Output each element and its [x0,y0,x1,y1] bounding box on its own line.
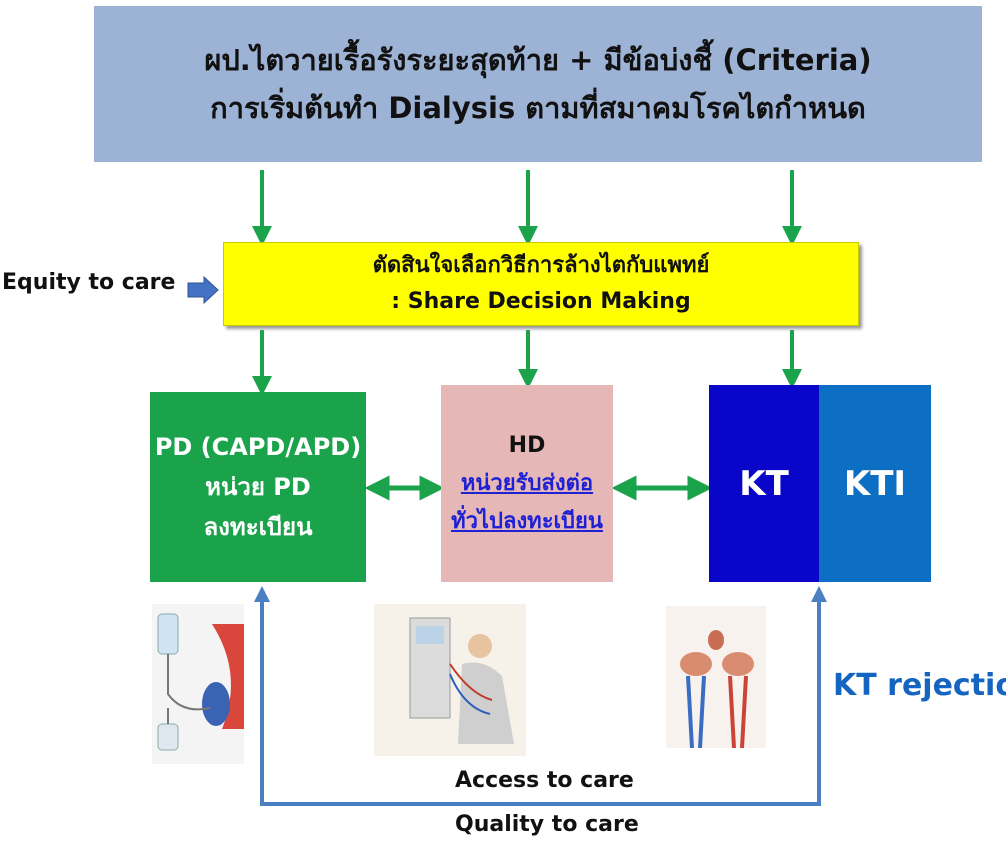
kidney-transplant-illustration [666,606,766,748]
hd-box: HD หน่วยรับส่งต่อ ทั่วไปลงทะเบียน [441,385,613,582]
hd-box-title: HD [508,432,546,458]
top-box-line1: ผป.ไตวายเรื้อรังระยะสุดท้าย + มีข้อบ่งชี… [204,43,872,77]
kti-box-label: KTI [843,463,907,504]
top-box-line2: การเริ่มต้นทำ Dialysis ตามที่สมาคมโรคไตก… [210,91,866,125]
kt-rejection-label: KT rejection [833,668,1006,703]
hd-referral-link-line2[interactable]: ทั่วไปลงทะเบียน [451,508,603,534]
pd-box: PD (CAPD/APD) หน่วย PD ลงทะเบียน [150,392,366,582]
hd-referral-link-line1[interactable]: หน่วยรับส่งต่อ [460,470,594,496]
hemodialysis-illustration [374,604,526,756]
pd-box-line1: PD (CAPD/APD) [154,433,362,461]
pd-catheter-illustration [152,604,244,764]
kti-box: KTI [819,385,931,582]
decision-box: ตัดสินใจเลือกวิธีการล้างไตกับแพทย์ : Sha… [223,242,859,326]
top-box-criteria: ผป.ไตวายเรื้อรังระยะสุดท้าย + มีข้อบ่งชี… [94,6,982,162]
decision-box-line1: ตัดสินใจเลือกวิธีการล้างไตกับแพทย์ [372,253,710,278]
equity-to-care-label: Equity to care [2,270,176,295]
pd-box-line2: หน่วย PD [205,473,311,501]
kt-box-label: KT [739,463,789,504]
access-to-care-label: Access to care [455,768,634,793]
quality-to-care-label: Quality to care [455,812,639,837]
decision-box-line2: : Share Decision Making [391,289,691,314]
kt-box: KT [709,385,819,582]
equity-arrow-icon [187,275,219,305]
pd-box-line3: ลงทะเบียน [203,513,313,541]
